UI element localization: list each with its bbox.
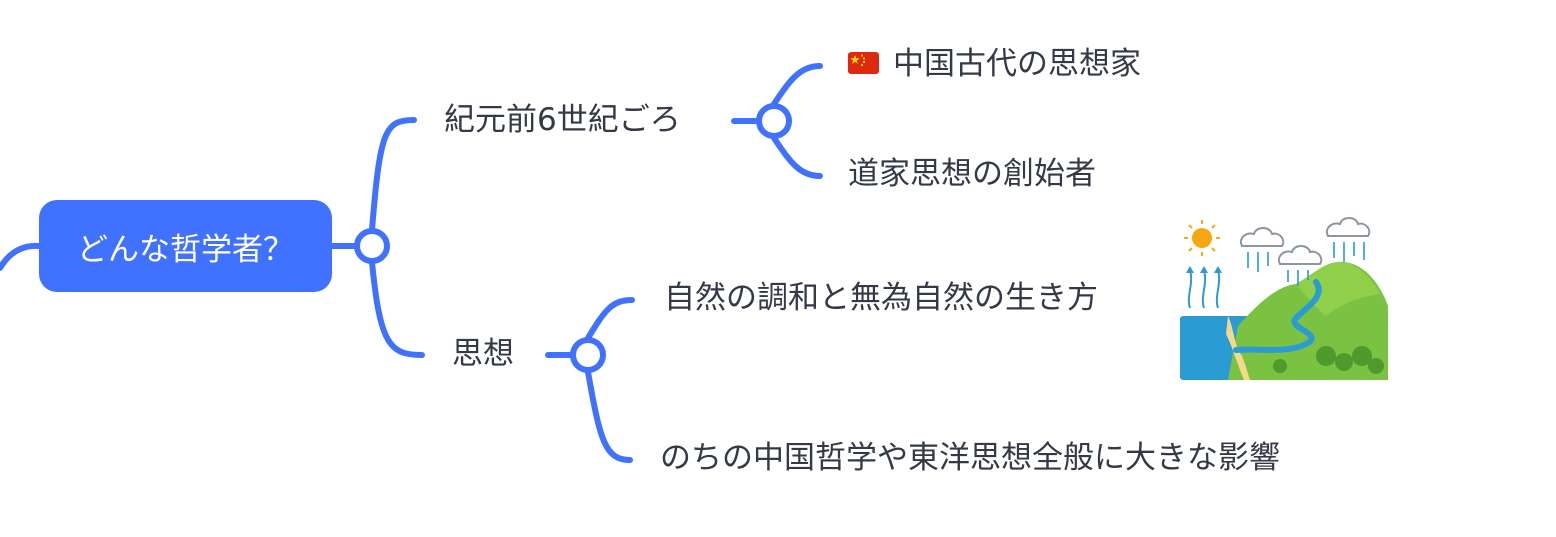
branch-node-era-label: 紀元前6世紀ごろ	[444, 102, 681, 138]
china-flag-icon	[848, 51, 879, 74]
leaf-node-influence-label: のちの中国哲学や東洋思想全般に大きな影響	[660, 440, 1280, 476]
leaf-node-harmony-nature[interactable]: 自然の調和と無為自然の生き方	[664, 278, 1098, 318]
root-collapse-handle	[354, 228, 390, 264]
root-node-label: どんな哲学者？	[77, 231, 294, 268]
incoming-connector	[0, 242, 42, 271]
connector-branch-2-child-2	[585, 369, 633, 463]
leaf-node-ancient-thinker[interactable]: 中国古代の思想家	[848, 44, 1141, 84]
leaf-node-harmony-nature-label: 自然の調和と無為自然の生き方	[664, 280, 1098, 316]
branch-2-collapse-handle	[570, 337, 606, 373]
connector-branch-1	[369, 117, 417, 233]
leaf-node-taoism-founder-label: 道家思想の創始者	[848, 156, 1096, 192]
connector-branch-2	[369, 259, 425, 358]
connector-branch-2-child-1	[585, 297, 635, 341]
connector-branch-1-child-2	[771, 135, 823, 179]
root-node[interactable]: どんな哲学者？	[39, 200, 332, 292]
branch-node-thought[interactable]: 思想	[452, 334, 514, 374]
leaf-node-influence[interactable]: のちの中国哲学や東洋思想全般に大きな影響	[660, 438, 1280, 478]
branch-1-collapse-handle	[756, 103, 792, 139]
connector-branch-1-child-1	[771, 63, 823, 107]
branch-node-thought-label: 思想	[452, 336, 514, 372]
leaf-node-ancient-thinker-label: 中国古代の思想家	[893, 46, 1141, 82]
nature-water-cycle-illustration	[1180, 217, 1388, 380]
branch-node-era[interactable]: 紀元前6世紀ごろ	[444, 100, 681, 140]
leaf-node-taoism-founder[interactable]: 道家思想の創始者	[848, 154, 1096, 194]
